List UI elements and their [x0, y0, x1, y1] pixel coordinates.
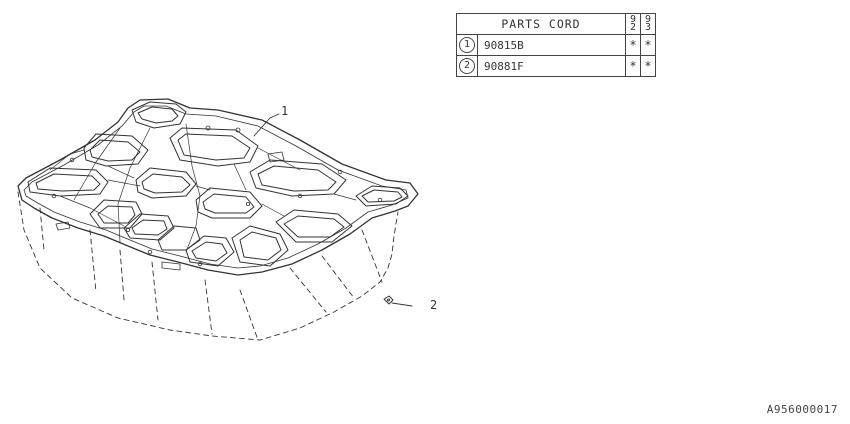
table-row: 2 90881F * *: [456, 55, 656, 77]
leader-line-2: [391, 302, 413, 307]
row-number: 1: [456, 34, 478, 56]
cover-ribs: [49, 123, 357, 253]
skirt-dashed-outline: [17, 191, 399, 341]
applicability-mark: *: [640, 55, 656, 77]
cover-panels: [27, 101, 409, 267]
clip-icon: [383, 295, 394, 305]
row-number: 2: [456, 55, 478, 77]
part-code: 90815B: [477, 34, 626, 56]
table-row: 1 90815B * *: [456, 34, 656, 56]
part-code: 90881F: [477, 55, 626, 77]
applicability-mark: *: [640, 34, 656, 56]
callout-label-2: 2: [430, 298, 438, 312]
parts-table-header: PARTS CORD: [456, 13, 626, 35]
cover-outline: [17, 98, 419, 276]
reference-id: A956000017: [766, 403, 838, 416]
mounting-holes: [51, 125, 383, 271]
cover-inner-edge: [23, 105, 409, 269]
leader-line-1: [253, 113, 280, 137]
callout-label-1: 1: [281, 104, 289, 118]
applicability-mark: *: [625, 34, 641, 56]
applicability-mark: *: [625, 55, 641, 77]
